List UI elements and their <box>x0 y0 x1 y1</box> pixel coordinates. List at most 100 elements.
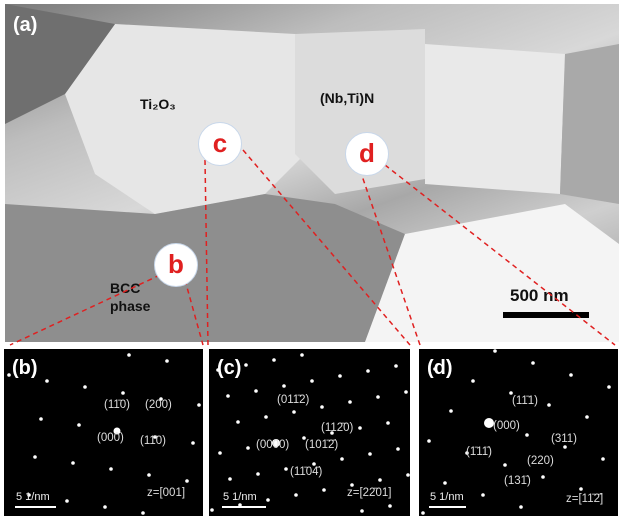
diffraction-spot <box>147 473 151 477</box>
diffraction-spot <box>481 493 485 497</box>
diffraction-spot <box>141 511 145 515</box>
scale-bar <box>15 506 56 508</box>
diffraction-spot <box>350 483 354 487</box>
diffraction-spot <box>465 451 469 455</box>
diffraction-spot <box>493 349 497 353</box>
diffraction-spot <box>404 390 408 394</box>
index-label: (200) <box>145 399 172 411</box>
diffraction-spot <box>360 509 364 513</box>
diffraction-spot <box>292 410 296 414</box>
bcc-label-1: BCC <box>110 280 141 296</box>
diffraction-spot <box>77 423 81 427</box>
panel-c-label: (c) <box>217 357 242 379</box>
diffraction-spot <box>266 498 270 502</box>
diffraction-spot <box>509 391 513 395</box>
diffraction-spot <box>427 439 431 443</box>
diffraction-spot <box>256 472 260 476</box>
diffraction-spot <box>7 373 11 377</box>
diffraction-spot <box>406 473 410 477</box>
diffraction-spot <box>433 367 437 371</box>
diffraction-spot <box>159 397 163 401</box>
diffraction-spot <box>471 379 475 383</box>
diffraction-spot <box>282 384 286 388</box>
index-label: (11̄0) <box>140 435 166 447</box>
diffraction-spot <box>388 504 392 508</box>
diffraction-spot <box>272 358 276 362</box>
diffraction-spot <box>153 435 157 439</box>
index-label: (11̄04̄) <box>290 466 323 478</box>
diffraction-spot <box>569 373 573 377</box>
diffraction-spot <box>109 467 113 471</box>
diffraction-spot <box>165 359 169 363</box>
scale-bar <box>429 506 466 508</box>
diffraction-spot <box>191 441 195 445</box>
nbtin-label: (Nb,Ti)N <box>320 90 375 106</box>
diffraction-spot <box>525 433 529 437</box>
diffraction-spot <box>376 395 380 399</box>
index-label: (1̄11̄) <box>466 446 492 458</box>
diffraction-spot <box>531 361 535 365</box>
index-label: (11̄0) <box>104 399 130 411</box>
scale-bar <box>222 506 266 508</box>
diffraction-spot <box>294 493 298 497</box>
diffraction-spot <box>421 511 425 515</box>
marker-d: d <box>345 132 389 176</box>
diffraction-spot <box>358 426 362 430</box>
diffraction-spot <box>45 379 49 383</box>
diffraction-spot <box>366 369 370 373</box>
diffraction-spot <box>216 368 220 372</box>
diffraction-spot <box>386 421 390 425</box>
diffraction-spot <box>218 451 222 455</box>
index-label: (311) <box>551 433 577 445</box>
diffraction-spot <box>302 436 306 440</box>
scale-label: 5 1/nm <box>16 491 50 503</box>
diffraction-spot <box>121 391 125 395</box>
index-label: (0000) <box>256 439 290 451</box>
diffraction-spot <box>340 457 344 461</box>
diffraction-spot <box>272 439 280 447</box>
diffraction-spot <box>503 463 507 467</box>
diffraction-spot <box>228 477 232 481</box>
diffraction-spot <box>541 475 545 479</box>
diffraction-spot <box>338 374 342 378</box>
diffraction-spot <box>71 461 75 465</box>
index-label: (131̄) <box>504 475 531 487</box>
diffraction-spot <box>238 503 242 507</box>
zone-axis: z=[001] <box>147 487 186 499</box>
index-label: (220) <box>527 455 554 467</box>
index-label: (011̄2) <box>277 394 310 406</box>
diffraction-pattern-d: (d) (11̄1) (000) (311) (1̄11̄) (220) (13… <box>419 349 618 516</box>
diffraction-spot <box>226 394 230 398</box>
ti2o3-label: Ti₂O₃ <box>140 96 176 112</box>
diffraction-spot <box>33 455 37 459</box>
zone-axis: z=[22̄01] <box>347 487 392 499</box>
diffraction-spot <box>484 418 494 428</box>
diffraction-spot <box>103 505 107 509</box>
diffraction-spot <box>322 488 326 492</box>
diffraction-spot <box>236 420 240 424</box>
spots-b <box>7 353 201 515</box>
diffraction-spot <box>246 446 250 450</box>
diffraction-pattern-c: (c) (011̄2) (112̄0) (0000) (101̄2̄) (11̄… <box>209 349 410 516</box>
scale-label: 5 1/nm <box>430 491 464 503</box>
diffraction-spot <box>443 481 447 485</box>
scale-bar-label: 500 nm <box>510 286 569 305</box>
diffraction-spot <box>185 479 189 483</box>
diffraction-spot <box>378 478 382 482</box>
diffraction-spot <box>396 447 400 451</box>
diffraction-pattern-b: (b) (11̄0) (200) (000) (11̄0) z=[001] 5 … <box>4 349 203 516</box>
diffraction-spot <box>27 493 31 497</box>
index-label: (000) <box>97 432 124 444</box>
diffraction-spot <box>244 363 248 367</box>
marker-b: b <box>154 243 198 287</box>
tem-micrograph: (a) Ti₂O₃ (Nb,Ti)N BCC phase 500 nm <box>5 4 619 342</box>
diffraction-spot <box>210 508 214 512</box>
zone-axis: z=[11̄2̄] <box>566 493 604 505</box>
panel-d-label: (d) <box>427 357 453 379</box>
diffraction-spot <box>563 445 567 449</box>
diffraction-spot <box>312 462 316 466</box>
spots-d <box>421 349 611 515</box>
diffraction-spot <box>330 431 334 435</box>
panel-b-label: (b) <box>12 357 38 379</box>
diffraction-spot <box>197 403 201 407</box>
